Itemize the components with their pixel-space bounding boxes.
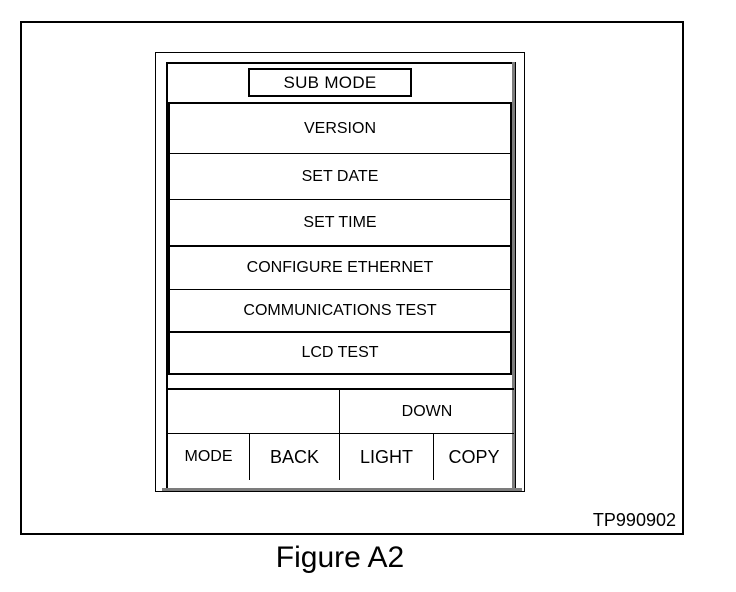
figure-frame (20, 21, 684, 535)
figure-caption: Figure A2 (275, 541, 405, 574)
mode-button[interactable]: MODE (168, 434, 250, 480)
blank-button[interactable] (168, 390, 340, 434)
menu-item-communications-test[interactable]: COMMUNICATIONS TEST (170, 290, 510, 333)
button-panel: DOWN MODE BACK LIGHT COPY (168, 388, 514, 480)
down-button[interactable]: DOWN (340, 390, 514, 434)
device-shadow-bottom (162, 488, 522, 491)
menu-item-configure-ethernet[interactable]: CONFIGURE ETHERNET (170, 247, 510, 290)
menu-list: VERSION SET DATE SET TIME CONFIGURE ETHE… (168, 102, 512, 375)
device-outline (155, 52, 525, 492)
menu-item-version[interactable]: VERSION (170, 104, 510, 154)
copy-button[interactable]: COPY (448, 446, 500, 467)
menu-item-lcd-test[interactable]: LCD TEST (301, 344, 379, 361)
light-button[interactable]: LIGHT (340, 434, 434, 480)
sub-mode-title: SUB MODE (248, 68, 412, 97)
device-shadow-right (512, 62, 515, 488)
figure-reference-code: TP990902 (592, 510, 676, 530)
down-button-label: DOWN (401, 402, 453, 420)
menu-item-set-date[interactable]: SET DATE (170, 154, 510, 200)
menu-item-set-time[interactable]: SET TIME (170, 200, 510, 247)
back-button[interactable]: BACK (250, 434, 340, 480)
